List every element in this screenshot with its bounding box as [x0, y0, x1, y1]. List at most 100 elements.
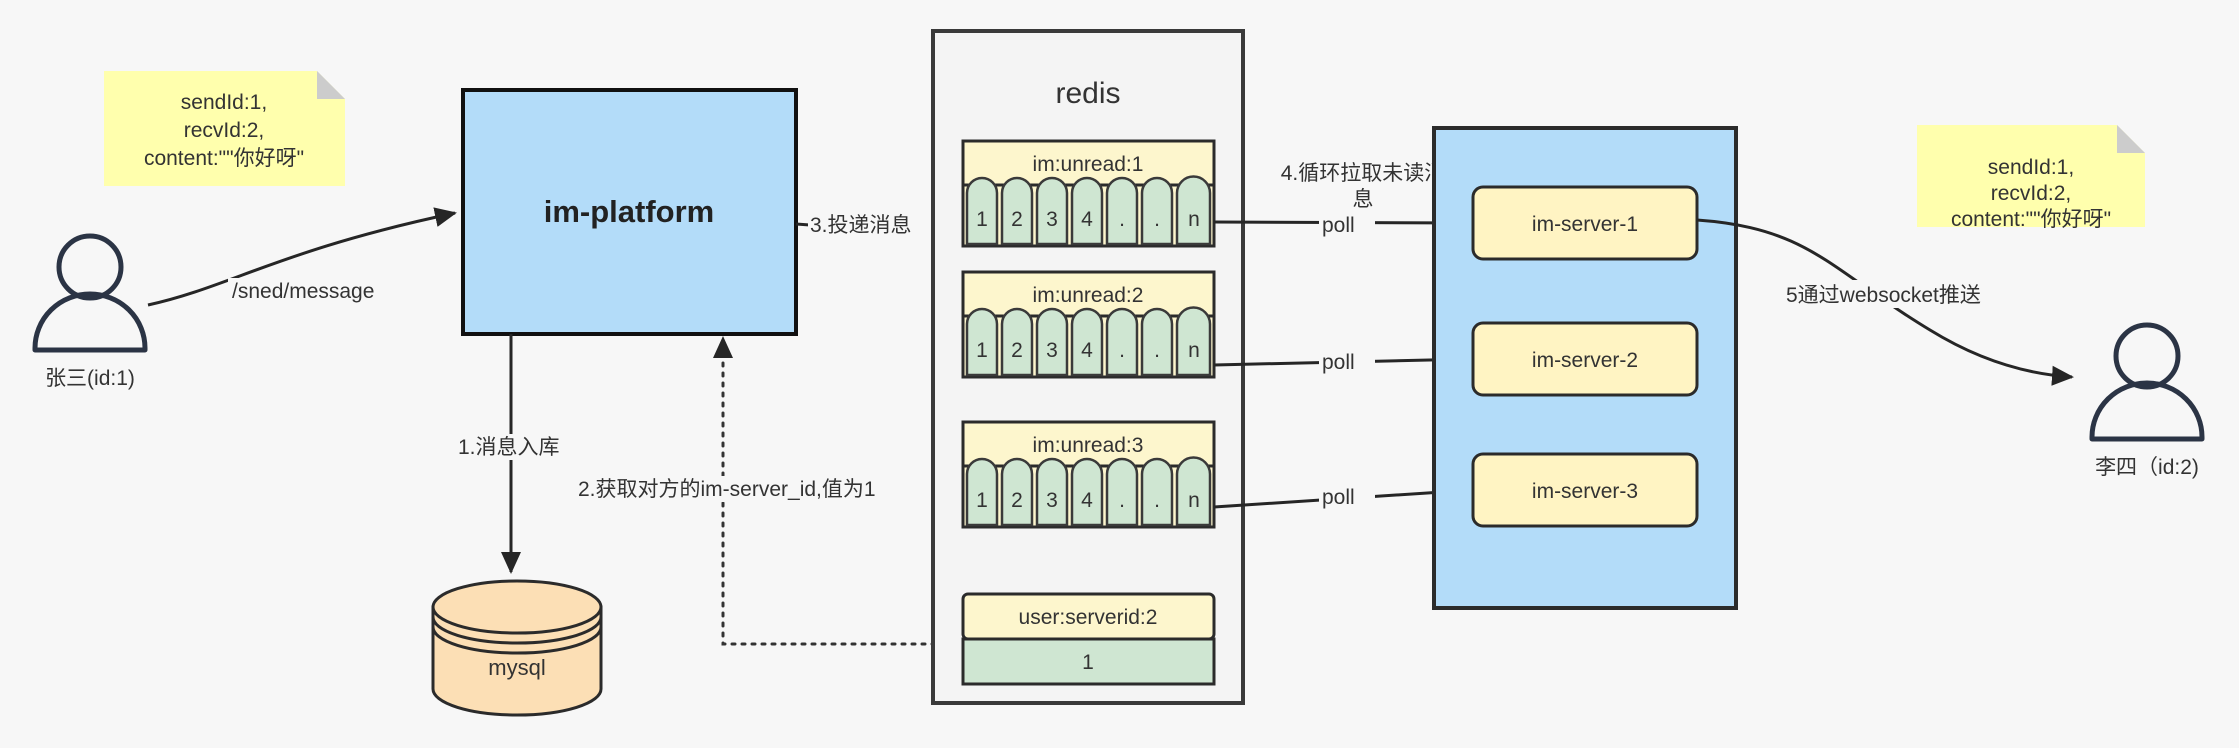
queue-cell: n	[1175, 306, 1212, 377]
im-server-2-rect[interactable]	[1471, 321, 1699, 397]
edge-step4-label-line2: 息	[1353, 188, 1374, 211]
redis-container: redis im:unread:1 1 2 3 4 . . n im:unrea…	[931, 29, 1245, 705]
queue-cell: .	[1105, 457, 1139, 527]
im-platform-box[interactable]: im-platform	[461, 88, 798, 336]
queue-cell-shape[interactable]	[1000, 457, 1034, 527]
queue-cell-shape[interactable]	[1105, 457, 1139, 527]
kv-value-box[interactable]	[961, 637, 1216, 686]
actor-sender: 张三(id:1)	[32, 233, 148, 390]
message-payload-note-right: sendId:1, recvId:2, content:""你好呀"	[1917, 125, 2145, 231]
edge-step5-label: 5通过websocket推送	[1786, 284, 1981, 307]
edge-label-bg	[575, 476, 871, 502]
queue-2-key-label: im:unread:2	[1033, 284, 1144, 307]
redis-queue-1[interactable]: im:unread:1 1 2 3 4 . . n	[961, 139, 1216, 248]
queue-3-cells: 1 2 3 4 . . n	[965, 456, 1212, 527]
queue-cell: .	[1140, 307, 1174, 377]
im-server-1-rect[interactable]	[1471, 185, 1699, 261]
queue-cell-shape[interactable]	[1105, 176, 1139, 246]
im-server-2-box[interactable]: im-server-2	[1471, 321, 1699, 397]
queue-cell: n	[1175, 175, 1212, 246]
queue-cell-shape[interactable]	[965, 457, 999, 527]
edge-label-bg	[1319, 211, 1375, 237]
note-line-3: content:""你好呀"	[1951, 208, 2111, 231]
queue-cell-shape[interactable]	[1070, 176, 1104, 246]
actor-sender-label: 张三(id:1)	[45, 367, 135, 390]
note-body	[1917, 125, 2145, 227]
queue-cell-label: .	[1119, 489, 1125, 512]
queue-cell-shape[interactable]	[1035, 457, 1069, 527]
queue-cell-label: 3	[1046, 339, 1058, 362]
queue-cell: 1	[965, 307, 999, 377]
queue-cell-shape[interactable]	[1140, 176, 1174, 246]
note-line-2: recvId:2,	[184, 119, 265, 142]
queue-cell-label: .	[1119, 208, 1125, 231]
queue-cell: 4	[1070, 176, 1104, 246]
queue-cell-label: 4	[1081, 208, 1093, 231]
queue-cell-label: .	[1154, 489, 1160, 512]
edge-step4-label-line1: 4.循环拉取未读消	[1281, 162, 1446, 185]
queue-cell-label: 2	[1011, 339, 1023, 362]
queue-cell-shape[interactable]	[965, 307, 999, 377]
redis-title: redis	[1055, 77, 1120, 110]
queue-cell: 3	[1035, 457, 1069, 527]
database-top-ellipse	[431, 579, 603, 635]
edge-poll-3-label: poll	[1322, 486, 1355, 509]
queue-cell-label: n	[1188, 489, 1200, 512]
redis-kv-user-serverid[interactable]: user:serverid:2 1	[961, 592, 1216, 686]
message-payload-note-left: sendId:1, recvId:2, content:""你好呀"	[104, 71, 345, 186]
im-server-3-box[interactable]: im-server-3	[1471, 452, 1699, 528]
im-server-1-box[interactable]: im-server-1	[1471, 185, 1699, 261]
person-body-icon	[32, 291, 148, 353]
edge-poll-1: poll	[1213, 211, 1475, 237]
queue-cell-label: 4	[1081, 339, 1093, 362]
queue-cell-shape[interactable]	[1070, 457, 1104, 527]
actor-receiver: 李四（id:2)	[2089, 322, 2205, 479]
kv-value-label: 1	[1082, 651, 1094, 674]
note-line-1: sendId:1,	[1988, 156, 2074, 179]
queue-cell-shape[interactable]	[1175, 456, 1212, 527]
note-line-1: sendId:1,	[181, 91, 267, 114]
redis-queue-2[interactable]: im:unread:2 1 2 3 4 . . n	[961, 270, 1216, 379]
im-platform-rect[interactable]	[461, 88, 798, 336]
queue-cell-shape[interactable]	[1175, 175, 1212, 246]
database-cylinder-icon[interactable]	[431, 605, 603, 717]
edge-poll-2: poll	[1213, 348, 1475, 374]
note-fold-icon	[317, 71, 345, 99]
edge-label-bg	[808, 212, 932, 238]
queue-cell-shape[interactable]	[1105, 307, 1139, 377]
redis-queue-3[interactable]: im:unread:3 1 2 3 4 . . n	[961, 420, 1216, 529]
queue-cell-shape[interactable]	[1140, 457, 1174, 527]
queue-cell-shape[interactable]	[1070, 307, 1104, 377]
queue-cell-label: n	[1188, 208, 1200, 231]
queue-cell-label: 1	[976, 208, 988, 231]
edge-label-bg	[1783, 280, 2027, 308]
queue-cell-label: .	[1119, 339, 1125, 362]
queue-cell-label: .	[1154, 208, 1160, 231]
mysql-database[interactable]: mysql	[431, 579, 603, 717]
edge-send-message: /sned/message	[147, 207, 457, 307]
note-line-3: content:""你好呀"	[144, 147, 304, 170]
queue-cell-shape[interactable]	[1000, 307, 1034, 377]
kv-key-label: user:serverid:2	[1019, 606, 1158, 629]
queue-cell-shape[interactable]	[1140, 307, 1174, 377]
edge-poll-2-label: poll	[1322, 351, 1355, 374]
queue-cell-shape[interactable]	[1035, 307, 1069, 377]
queue-cell: 2	[1000, 457, 1034, 527]
edge-poll-3: poll	[1213, 481, 1475, 509]
edge-websocket-push: 5通过websocket推送	[1696, 218, 2074, 386]
queue-cell: .	[1105, 176, 1139, 246]
queue-cell-label: 1	[976, 489, 988, 512]
queue-cell-label: 4	[1081, 489, 1093, 512]
queue-cell-label: 3	[1046, 489, 1058, 512]
im-server-3-rect[interactable]	[1471, 452, 1699, 528]
queue-cell-shape[interactable]	[1000, 176, 1034, 246]
edge-step2-label: 2.获取对方的im-server_id,值为1	[578, 478, 876, 501]
queue-cell: .	[1140, 176, 1174, 246]
edge-label-bg	[228, 278, 386, 304]
queue-cell-shape[interactable]	[965, 176, 999, 246]
queue-cell-shape[interactable]	[1035, 176, 1069, 246]
edge-send-message-label: /sned/message	[232, 280, 374, 303]
queue-cell-shape[interactable]	[1175, 306, 1212, 377]
im-server-1-label: im-server-1	[1532, 213, 1638, 236]
